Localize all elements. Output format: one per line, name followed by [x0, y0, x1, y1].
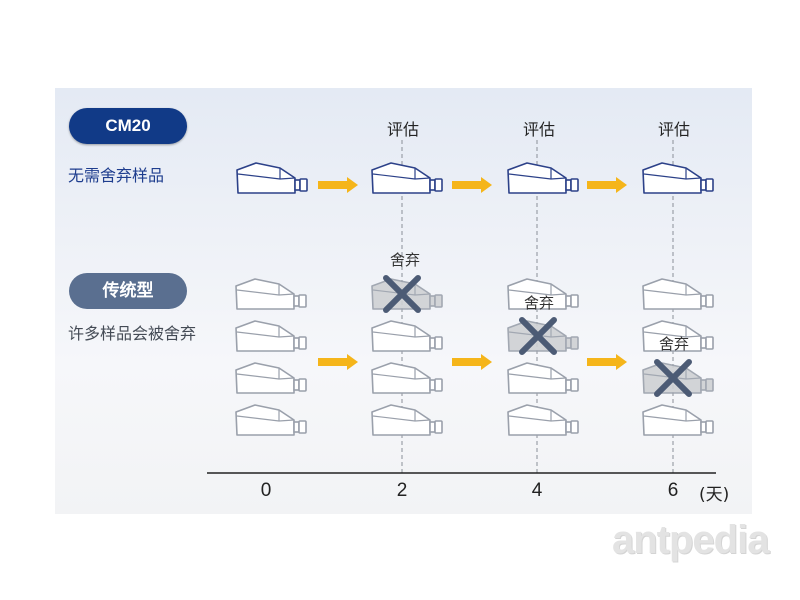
antpedia-watermark: antpedia — [612, 518, 769, 562]
axis-tick-6: 6 — [667, 480, 679, 501]
discard-label-day2: 舍弃 — [389, 251, 420, 269]
discarded-flask-icon-7 — [507, 320, 579, 352]
discard-label-day4: 舍弃 — [523, 294, 554, 312]
cm20-badge: CM20 — [69, 108, 187, 144]
evaluate-label-day2: 评估 — [386, 120, 419, 139]
traditional-badge: 传统型 — [69, 273, 187, 309]
axis-tick-2: 2 — [396, 480, 408, 501]
traditional-flask-icon-9 — [235, 362, 307, 394]
traditional-flask-icon-14 — [371, 404, 443, 436]
traditional-flask-icon-1 — [235, 278, 307, 310]
traditional-arrow-1 — [318, 354, 358, 370]
discard-cross-icon-day2 — [383, 275, 421, 313]
cm20-flask-icon-2 — [371, 162, 443, 194]
traditional-flask-icon-5 — [235, 320, 307, 352]
traditional-flask-icon-15 — [507, 404, 579, 436]
traditional-flask-icon-4 — [642, 278, 714, 310]
cm20-flask-icon-1 — [236, 162, 308, 194]
discard-cross-icon-day4 — [519, 317, 557, 355]
axis-tick-4: 4 — [531, 480, 543, 501]
traditional-flask-icon-11 — [507, 362, 579, 394]
evaluate-label-day6: 评估 — [657, 120, 690, 139]
traditional-flask-icon-13 — [235, 404, 307, 436]
evaluate-label-day4: 评估 — [522, 120, 555, 139]
traditional-flask-icon-10 — [371, 362, 443, 394]
discard-label-day6: 舍弃 — [658, 335, 689, 353]
traditional-flask-icon-6 — [371, 320, 443, 352]
cm20-arrow-1 — [318, 177, 358, 193]
discard-cross-icon-day6 — [654, 359, 692, 397]
axis-unit-label: (天) — [699, 485, 730, 505]
cm20-arrow-2 — [452, 177, 492, 193]
traditional-arrow-2 — [452, 354, 492, 370]
cm20-flask-icon-4 — [642, 162, 714, 194]
traditional-caption: 许多样品会被舍弃 — [68, 324, 197, 343]
cm20-flask-icon-3 — [507, 162, 579, 194]
traditional-flask-icon-3 — [507, 278, 579, 310]
cm20-caption: 无需舍弃样品 — [68, 166, 165, 185]
traditional-flask-icon-8 — [642, 320, 714, 352]
discarded-flask-icon-12 — [642, 362, 714, 394]
traditional-arrow-3 — [587, 354, 627, 370]
discarded-flask-icon-2 — [371, 278, 443, 310]
cm20-arrow-3 — [587, 177, 627, 193]
traditional-flask-icon-16 — [642, 404, 714, 436]
axis-tick-0: 0 — [260, 480, 272, 501]
